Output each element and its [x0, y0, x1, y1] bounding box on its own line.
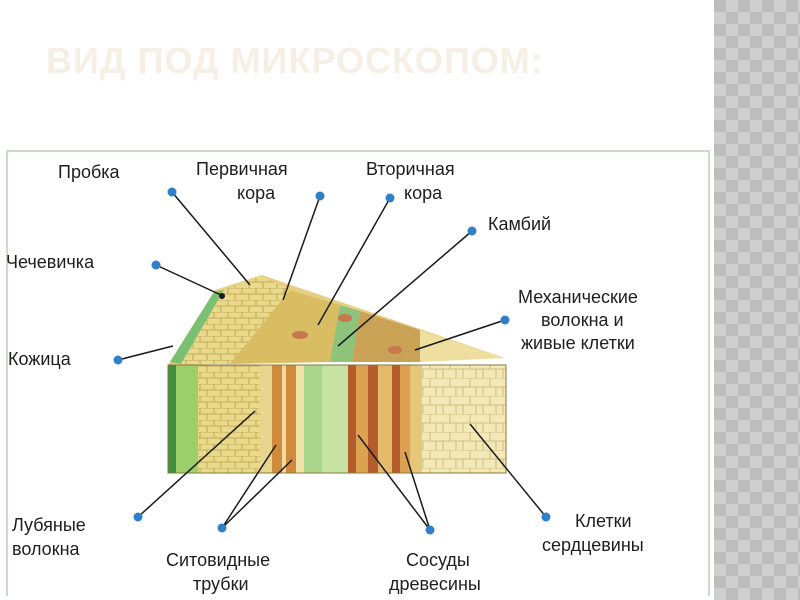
label-chechevichka: Чечевичка [6, 252, 95, 272]
label-lubyanye-line2: волокна [12, 539, 81, 559]
label-vtorichnaya-line1: Вторичная [366, 159, 455, 179]
label-vtorichnaya-line2: кора [404, 183, 443, 203]
label-pervichnaya-line2: кора [237, 183, 276, 203]
label-mekh-line1: Механические [518, 287, 638, 307]
label-sitovidnye-line2: трубки [193, 574, 249, 594]
top-face [168, 275, 505, 365]
front-face [168, 365, 506, 473]
label-sosudy-line2: древесины [389, 574, 481, 594]
label-kambiy: Камбий [488, 214, 551, 234]
label-pervichnaya-line1: Первичная [196, 159, 288, 179]
label-mekh-line2: волокна и [541, 310, 624, 330]
label-serdtsevina-line2: сердцевины [542, 535, 644, 555]
label-sitovidnye-line1: Ситовидные [166, 550, 270, 570]
label-lubyanye-line1: Лубяные [12, 515, 86, 535]
label-kozhitsa: Кожица [8, 349, 72, 369]
label-probka: Пробка [58, 162, 121, 182]
label-sosudy-line1: Сосуды [406, 550, 470, 570]
label-serdtsevina-line1: Клетки [575, 511, 632, 531]
label-mekh-line3: живые клетки [521, 333, 635, 353]
